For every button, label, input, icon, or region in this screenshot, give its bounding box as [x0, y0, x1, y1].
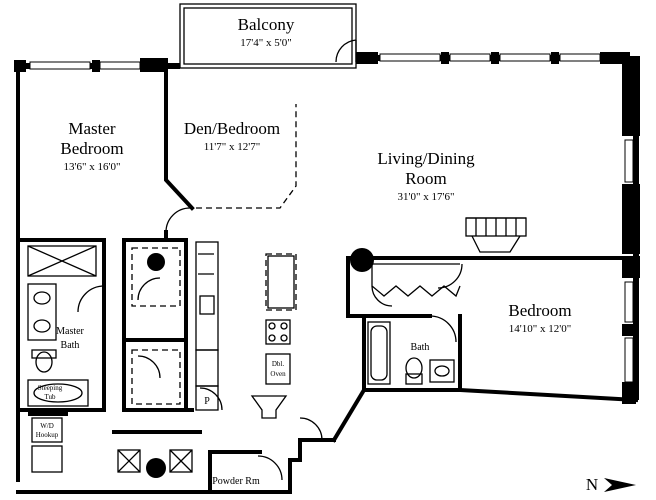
tub-label-line1: Steeping: [38, 384, 63, 392]
bedroom-dims: 14'10" x 12'0": [509, 323, 571, 335]
master-bedroom-label-line1: Master: [68, 119, 116, 138]
master-bath-label-line1: Master: [56, 326, 84, 337]
room-labels: Balcony 17'4" x 5'0" Den/Bedroom 11'7" x…: [36, 15, 572, 487]
bath-label: Bath: [411, 342, 430, 353]
double-oven-label-line2: Oven: [270, 370, 286, 378]
tub-label-line2: Tub: [44, 393, 56, 401]
living-dining-dims: 31'0" x 17'6": [398, 191, 455, 203]
den-label: Den/Bedroom: [184, 119, 280, 138]
master-bedroom-dims: 13'6" x 16'0": [64, 161, 121, 173]
balcony-dims: 17'4" x 5'0": [240, 37, 291, 49]
bedroom-label: Bedroom: [508, 301, 571, 320]
master-bedroom-label-line2: Bedroom: [60, 139, 123, 158]
north-label: N: [586, 475, 598, 494]
master-bath-label-line2: Bath: [61, 340, 80, 351]
north-arrow: N: [586, 475, 636, 494]
interior-walls: [16, 68, 527, 494]
wd-label-line1: W/D: [40, 422, 54, 430]
lower-walls: [16, 256, 639, 494]
balcony-label: Balcony: [238, 15, 295, 34]
living-dining-label-line1: Living/Dining: [377, 149, 475, 168]
pantry-label: P: [204, 396, 210, 407]
north-arrow-icon: [604, 478, 636, 492]
balcony: [179, 3, 357, 69]
den-dims: 11'7" x 12'7": [204, 141, 261, 153]
wd-label-line2: Hookup: [36, 431, 59, 439]
living-dining-label-line2: Room: [405, 169, 447, 188]
double-oven-label-line1: Dbl.: [272, 360, 285, 368]
exterior-walls: [14, 52, 640, 482]
powder-room-label: Powder Rm: [212, 476, 260, 487]
